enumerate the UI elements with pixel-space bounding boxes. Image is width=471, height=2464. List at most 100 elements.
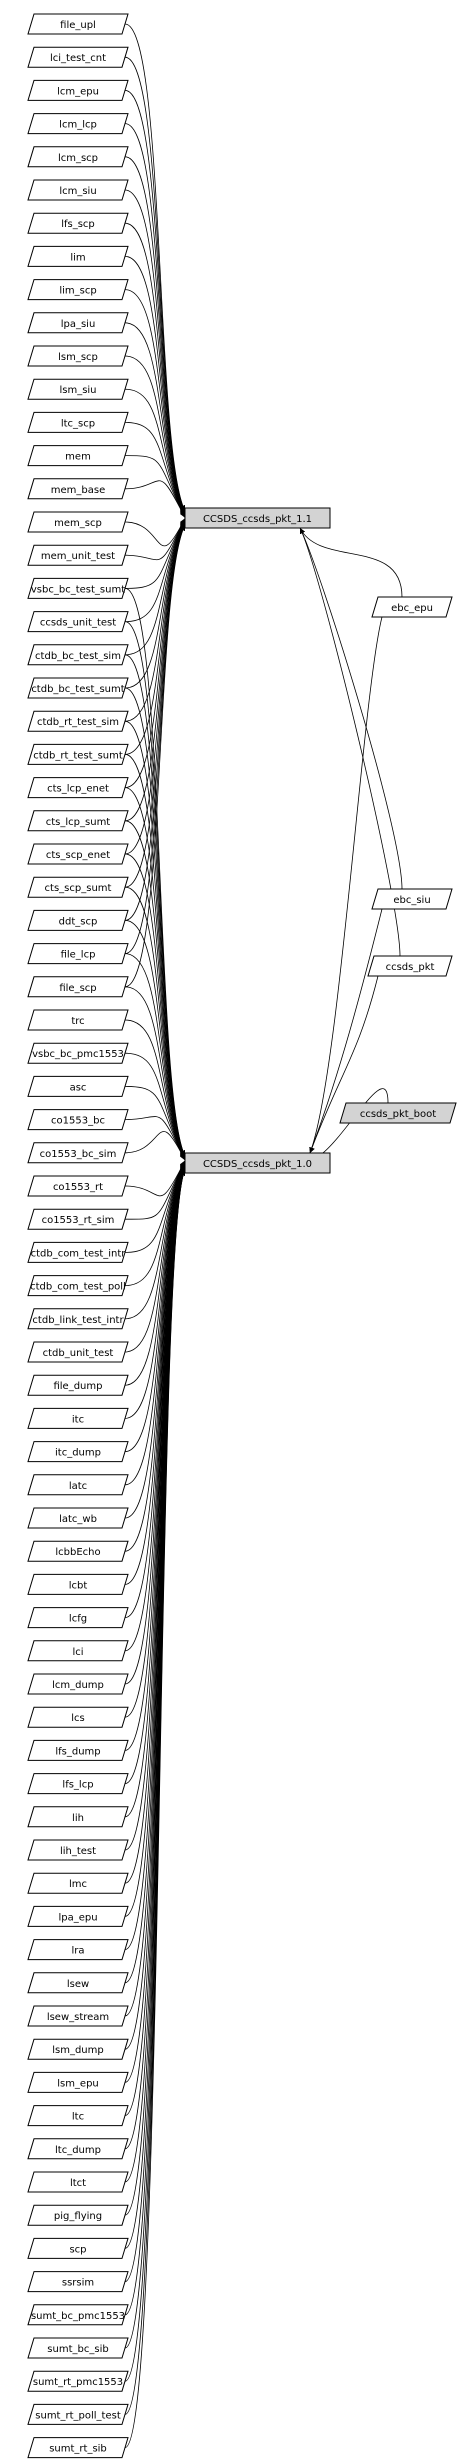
source-node-lcfg[interactable]: lcfg <box>27 1607 129 1629</box>
source-node-ctdb-bc-test-sumt[interactable]: ctdb_bc_test_sumt <box>27 677 129 699</box>
hub-node-ccsds-ccsds-pkt-1-1[interactable]: CCSDS_ccsds_pkt_1.1 <box>184 507 331 529</box>
source-node-trc[interactable]: trc <box>27 1009 129 1031</box>
source-node-lim-scp[interactable]: lim_scp <box>27 279 129 301</box>
source-node-lsm-dump[interactable]: lsm_dump <box>27 2038 129 2060</box>
source-node-lfs-dump[interactable]: lfs_dump <box>27 1739 129 1761</box>
source-node-ctdb-com-test-poll[interactable]: ctdb_com_test_poll <box>27 1275 129 1297</box>
source-node-lcm-epu[interactable]: lcm_epu <box>27 79 129 101</box>
source-node-lcbbecho[interactable]: lcbbEcho <box>27 1540 129 1562</box>
source-node-asc[interactable]: asc <box>27 1075 129 1097</box>
source-node-lmc[interactable]: lmc <box>27 1872 129 1894</box>
edge-pig-flying-to-pkt10 <box>124 1168 186 2216</box>
source-node-lih[interactable]: lih <box>27 1806 129 1828</box>
source-node-lsm-epu[interactable]: lsm_epu <box>27 2071 129 2093</box>
source-node-ctdb-com-test-intr[interactable]: ctdb_com_test_intr <box>27 1241 129 1263</box>
source-node-lpa-siu[interactable]: lpa_siu <box>27 312 129 334</box>
source-node-lci[interactable]: lci <box>27 1640 129 1662</box>
source-node-vsbc-bc-test-sumt[interactable]: vsbc_bc_test_sumt <box>27 577 129 599</box>
source-node-ltct[interactable]: ltct <box>27 2171 129 2193</box>
source-node-lci-test-cnt[interactable]: lci_test_cnt <box>27 46 129 68</box>
source-label: lci <box>72 1647 83 1658</box>
edge-ebc-siu-to-pkt10 <box>309 908 383 1154</box>
source-node-lcs[interactable]: lcs <box>27 1706 129 1728</box>
source-node-lsew[interactable]: lsew <box>27 1972 129 1994</box>
source-node-vsbc-bc-pmc1553[interactable]: vsbc_bc_pmc1553 <box>27 1042 129 1064</box>
source-node-ssrsim[interactable]: ssrsim <box>27 2271 129 2293</box>
edge-vsbc-bc-pmc1553-to-pkt10 <box>124 1052 186 1160</box>
edge-ctdb-com-test-intr-to-pkt10 <box>124 1160 186 1253</box>
source-node-ccsds-unit-test[interactable]: ccsds_unit_test <box>27 611 129 633</box>
source-node-lsm-siu[interactable]: lsm_siu <box>27 378 129 400</box>
source-node-scp[interactable]: scp <box>27 2237 129 2259</box>
source-node-ctdb-rt-test-sim[interactable]: ctdb_rt_test_sim <box>27 710 129 732</box>
source-node-ctdb-link-test-intr[interactable]: ctdb_link_test_intr <box>27 1308 129 1330</box>
source-label: vsbc_bc_test_sumt <box>31 584 125 595</box>
source-node-ctdb-unit-test[interactable]: ctdb_unit_test <box>27 1341 129 1363</box>
source-node-pig-flying[interactable]: pig_flying <box>27 2204 129 2226</box>
source-node-lra[interactable]: lra <box>27 1939 129 1961</box>
source-node-co1553-rt-sim[interactable]: co1553_rt_sim <box>27 1208 129 1230</box>
source-node-file-scp[interactable]: file_scp <box>27 976 129 998</box>
source-node-latc[interactable]: latc <box>27 1474 129 1496</box>
source-node-sumt-rt-pmc1553[interactable]: sumt_rt_pmc1553 <box>27 2370 129 2392</box>
source-node-sumt-rt-poll-test[interactable]: sumt_rt_poll_test <box>27 2403 129 2425</box>
source-node-lih-test[interactable]: lih_test <box>27 1839 129 1861</box>
source-node-lpa-epu[interactable]: lpa_epu <box>27 1905 129 1927</box>
source-node-sumt-rt-sib[interactable]: sumt_rt_sib <box>27 2437 129 2459</box>
source-node-ltc-dump[interactable]: ltc_dump <box>27 2138 129 2160</box>
source-node-co1553-rt[interactable]: co1553_rt <box>27 1175 129 1197</box>
right-node-ebc-siu[interactable]: ebc_siu <box>371 888 453 910</box>
source-node-sumt-bc-sib[interactable]: sumt_bc_sib <box>27 2337 129 2359</box>
source-node-itc-dump[interactable]: itc_dump <box>27 1441 129 1463</box>
right-node-ccsds-pkt-boot[interactable]: ccsds_pkt_boot <box>339 1102 457 1124</box>
source-node-ctdb-bc-test-sim[interactable]: ctdb_bc_test_sim <box>27 644 129 666</box>
source-node-mem[interactable]: mem <box>27 445 129 467</box>
source-label: lih_test <box>60 1846 96 1857</box>
source-label: lim <box>70 252 85 263</box>
source-label: lsm_epu <box>57 2078 99 2089</box>
source-node-co1553-bc-sim[interactable]: co1553_bc_sim <box>27 1142 129 1164</box>
source-node-co1553-bc[interactable]: co1553_bc <box>27 1109 129 1131</box>
source-node-lcm-dump[interactable]: lcm_dump <box>27 1673 129 1695</box>
source-node-cts-lcp-sumt[interactable]: cts_lcp_sumt <box>27 810 129 832</box>
right-node-ccsds-pkt[interactable]: ccsds_pkt <box>367 955 453 977</box>
source-node-ddt-scp[interactable]: ddt_scp <box>27 909 129 931</box>
edge-ctdb-bc-test-sim-to-pkt11 <box>124 519 186 656</box>
source-label: co1553_rt <box>53 1182 103 1193</box>
hub-label: CCSDS_ccsds_pkt_1.0 <box>203 1159 312 1170</box>
right-node-ebc-epu[interactable]: ebc_epu <box>371 596 453 618</box>
source-node-lcbt[interactable]: lcbt <box>27 1573 129 1595</box>
source-node-cts-lcp-enet[interactable]: cts_lcp_enet <box>27 777 129 799</box>
hub-node-ccsds-ccsds-pkt-1-0[interactable]: CCSDS_ccsds_pkt_1.0 <box>184 1152 331 1174</box>
right-node-label: ccsds_pkt_boot <box>360 1109 436 1120</box>
source-node-lcm-scp[interactable]: lcm_scp <box>27 146 129 168</box>
edge-lcm-scp-to-pkt11 <box>124 156 186 514</box>
source-label: latc <box>69 1481 87 1492</box>
source-node-lsm-scp[interactable]: lsm_scp <box>27 345 129 367</box>
source-node-mem-unit-test[interactable]: mem_unit_test <box>27 544 129 566</box>
source-node-sumt-bc-pmc1553[interactable]: sumt_bc_pmc1553 <box>27 2304 129 2326</box>
source-node-itc[interactable]: itc <box>27 1407 129 1429</box>
source-node-file-dump[interactable]: file_dump <box>27 1374 129 1396</box>
source-node-lcm-lcp[interactable]: lcm_lcp <box>27 113 129 135</box>
edge-lsm-scp-to-pkt11 <box>124 355 186 517</box>
source-node-mem-scp[interactable]: mem_scp <box>27 511 129 533</box>
source-node-file-lcp[interactable]: file_lcp <box>27 943 129 965</box>
source-node-cts-scp-sumt[interactable]: cts_scp_sumt <box>27 876 129 898</box>
source-node-ltc[interactable]: ltc <box>27 2105 129 2127</box>
source-node-lcm-siu[interactable]: lcm_siu <box>27 179 129 201</box>
source-label: lcm_lcp <box>59 120 97 131</box>
source-node-latc-wb[interactable]: latc_wb <box>27 1507 129 1529</box>
source-label: lci_test_cnt <box>50 53 106 64</box>
source-node-mem-base[interactable]: mem_base <box>27 478 129 500</box>
source-node-lfs-scp[interactable]: lfs_scp <box>27 212 129 234</box>
source-label: sumt_rt_poll_test <box>35 2410 121 2421</box>
source-node-file-upl[interactable]: file_upl <box>27 13 129 35</box>
source-node-cts-scp-enet[interactable]: cts_scp_enet <box>27 843 129 865</box>
source-node-ltc-scp[interactable]: ltc_scp <box>27 411 129 433</box>
source-label: pig_flying <box>54 2211 102 2222</box>
source-node-lfs-lcp[interactable]: lfs_lcp <box>27 1773 129 1795</box>
source-node-ctdb-rt-test-sumt[interactable]: ctdb_rt_test_sumt <box>27 743 129 765</box>
source-node-lim[interactable]: lim <box>27 245 129 267</box>
source-node-lsew-stream[interactable]: lsew_stream <box>27 2005 129 2027</box>
